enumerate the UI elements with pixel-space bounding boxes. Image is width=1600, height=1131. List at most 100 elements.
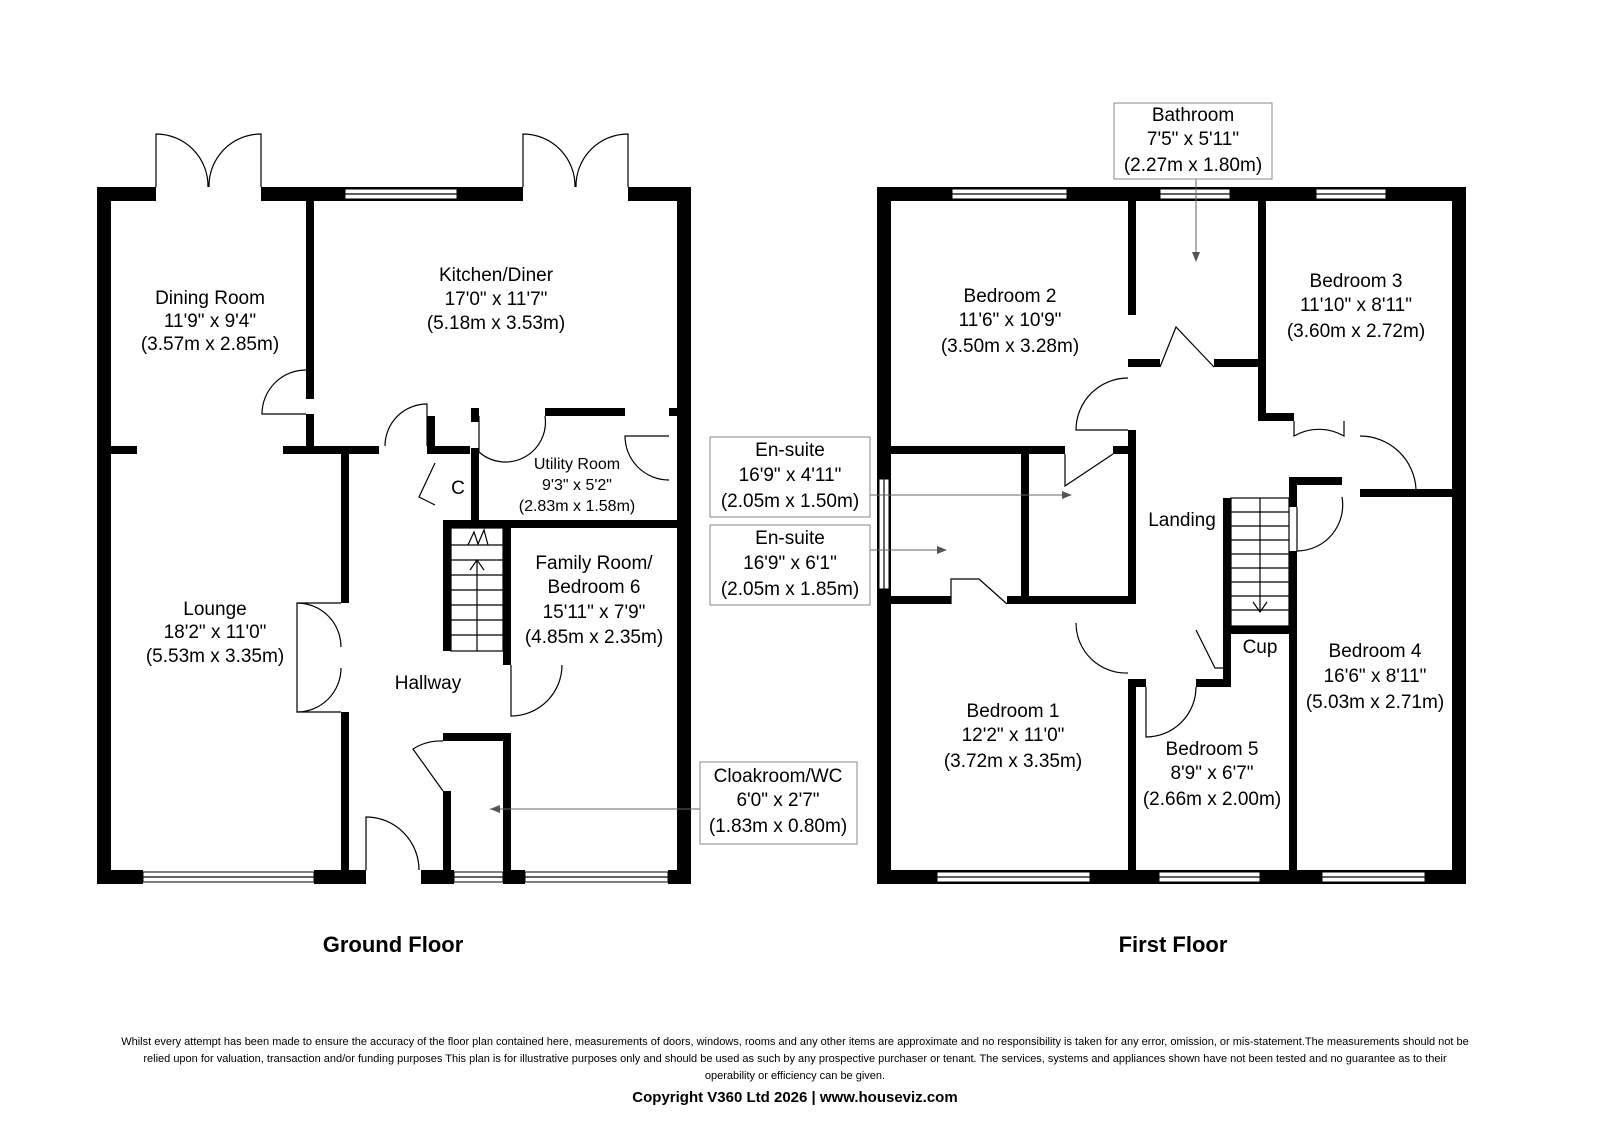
wall [1289,477,1297,507]
wall [1007,596,1136,604]
door [1159,325,1215,368]
wall [889,446,1065,454]
wall [443,733,511,741]
bedroom4-metric: (5.03m x 2.71m) [1306,692,1444,713]
bedroom5-name: Bedroom 5 [1166,739,1259,760]
french-door [522,133,576,188]
family-room-name-1: Family Room/ [535,553,653,574]
wall [314,870,366,884]
bedroom1-imperial: 12'2" x 11'0" [962,725,1065,746]
bedroom2-name: Bedroom 2 [964,286,1057,307]
wall [97,187,156,201]
kitchen-imperial: 17'0" x 11'7" [445,289,548,310]
wall [1128,470,1136,604]
wall [97,187,111,884]
door-frame [1293,421,1345,438]
wall [1214,359,1258,367]
door [1064,453,1114,488]
arrow-icon [1062,491,1072,499]
utility-room-metric: (2.83m x 1.58m) [519,498,635,515]
wall [1223,626,1231,686]
wall [669,408,679,416]
wall [471,520,681,528]
door [412,740,444,792]
bedroom1-metric: (3.72m x 3.35m) [944,751,1082,772]
wall [1128,359,1160,367]
wall [1021,446,1029,604]
door [1075,622,1129,674]
wall [109,446,137,454]
door [950,578,1008,605]
double-door [296,602,342,648]
arrow-icon [1192,252,1200,262]
staircase [450,527,504,652]
family-room-metric: (4.85m x 2.35m) [525,627,663,648]
wall [503,733,511,872]
ensuite2-label-box [709,524,871,606]
front-door [365,816,420,871]
cloakroom-name: Cloakroom/WC [714,766,843,787]
bedroom2-metric: (3.50m x 3.28m) [941,336,1079,357]
landing-label: Landing [1148,510,1216,531]
dining-room-name: Dining Room [155,288,265,309]
wall [471,448,479,528]
cupboard-door [1195,629,1223,669]
wall [471,408,479,422]
door [261,369,307,415]
wall [306,414,314,450]
french-door [575,133,629,188]
wall [443,520,451,651]
wall [97,870,143,884]
dining-room-imperial: 11'9" x 9'4" [164,311,256,332]
wall [341,712,349,874]
wall [668,870,691,884]
bedroom4-name: Bedroom 4 [1329,641,1422,662]
arrow-icon [490,805,500,813]
wall [1258,413,1294,421]
wall [1452,187,1466,884]
wall [443,791,451,872]
cloakroom-imperial: 6'0" x 2'7" [736,790,819,811]
door [1075,377,1129,431]
bathroom-imperial: 7'5" x 5'11" [1147,129,1239,150]
ensuite1-metric: (2.05m x 1.50m) [721,491,859,512]
door [384,403,428,447]
cloakroom-label-box [699,761,858,845]
cupboard-door [418,462,436,506]
wall [341,454,349,603]
bedroom3-imperial: 11'10" x 8'11" [1300,295,1412,316]
ensuite2-metric: (2.05m x 1.85m) [721,579,859,600]
staircase [1230,497,1290,627]
utility-room-imperial: 9'3" x 5'2" [542,477,612,494]
wall [889,596,951,604]
ground-floor-title: Ground Floor [323,932,464,957]
ensuite1-imperial: 16'9" x 4'11" [739,465,842,486]
door [1296,496,1344,552]
bedroom4-imperial: 16'6" x 8'11" [1324,666,1427,687]
door [510,664,563,717]
door [1145,686,1197,738]
wall [1289,477,1342,485]
ensuite1-name: En-suite [755,440,825,461]
ensuite2-imperial: 16'9" x 6'1" [743,553,837,574]
lounge-imperial: 18'2" x 11'0" [164,622,267,643]
wall [1223,626,1297,634]
bedroom3-name: Bedroom 3 [1310,271,1403,292]
dining-room-metric: (3.57m x 2.85m) [141,334,279,355]
wall [283,446,379,454]
room-labels: Dining Room 11'9" x 9'4" (3.57m x 2.85m)… [141,105,1444,957]
cupboard-label: C [451,478,465,499]
wall [1196,679,1231,687]
bedroom5-imperial: 8'9" x 6'7" [1170,763,1253,784]
bedroom5-metric: (2.66m x 2.00m) [1143,789,1281,810]
door [624,435,670,481]
bathroom-label-box [1113,102,1273,180]
cup-label: Cup [1243,637,1278,658]
wall [503,520,511,665]
wall [545,408,625,416]
french-door [155,133,209,188]
lounge-name: Lounge [183,599,246,620]
wall [427,416,435,454]
wall [427,446,470,454]
